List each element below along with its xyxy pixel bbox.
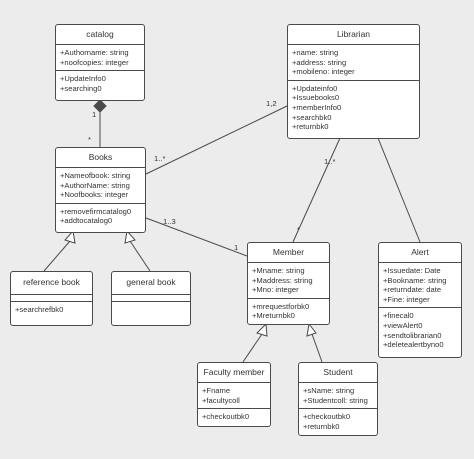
gen-line-student <box>311 333 323 363</box>
operation: +memberInfo0 <box>292 102 342 112</box>
operation: +Updateinfo0 <box>292 83 338 93</box>
operation: +deletealertbyno0 <box>383 340 444 350</box>
operation: +returnbk0 <box>292 122 329 132</box>
attribute: +Mname: string <box>252 266 305 275</box>
operation: +sendtolibrarian0 <box>383 330 442 340</box>
mult-librarian-member-b: * <box>297 225 300 234</box>
attribute: +Nameofbook: string <box>60 171 131 180</box>
operations-section: +finecal0 +viewAlert0 +sendtolibrarian0 … <box>379 307 461 352</box>
attributes-section: +Issuedate: Date +Bookname: string +retu… <box>379 263 461 307</box>
class-member[interactable]: Member +Mname: string +Maddress: string … <box>247 242 330 325</box>
gen-arrow-books-2 <box>124 229 136 244</box>
class-name: Student <box>299 363 377 383</box>
operation: +UpdateInfo0 <box>60 74 106 84</box>
assoc-line-librarian-books <box>145 105 288 175</box>
attribute: +sName: string <box>303 386 355 395</box>
gen-line-reference-book <box>43 240 71 272</box>
gen-line-general-book <box>129 240 151 272</box>
attribute: +Mno: integer <box>252 285 299 295</box>
composition-diamond <box>93 99 107 113</box>
operation: +Issuebooks0 <box>292 93 340 103</box>
mult-librarian-books-a: 1,2 <box>266 99 277 108</box>
operation: +searchrefbk0 <box>15 305 64 314</box>
class-name: Member <box>248 243 329 263</box>
class-student[interactable]: Student +sName: string +Studentcoll: str… <box>298 362 378 436</box>
operations-section: +Updateinfo0 +Issuebooks0 +memberInfo0 +… <box>288 79 419 135</box>
attribute: +facultycoll <box>202 395 240 405</box>
assoc-line-librarian-member <box>292 137 341 243</box>
attribute: +address: string <box>292 57 347 67</box>
operations-section <box>112 301 190 322</box>
gen-line-faculty-member <box>242 333 263 363</box>
attribute: +Issuedate: Date <box>383 266 441 275</box>
operations-section: +searchrefbk0 <box>11 301 92 318</box>
gen-arrow-member-2 <box>306 322 317 337</box>
operation: +checkoutbk0 <box>303 412 351 422</box>
operations-section: +UpdateInfo0 +searching0 <box>56 70 144 96</box>
attributes-section: +Mname: string +Maddress: string +Mno: i… <box>248 263 329 298</box>
class-name: Faculty member <box>198 363 270 383</box>
gen-arrow-member-1 <box>256 322 268 337</box>
class-name: Librarian <box>288 25 419 45</box>
mult-books-member-a: 1..3 <box>163 217 176 226</box>
operation: +removefirmcatalog0 <box>60 206 132 216</box>
operations-section: +mrequestforbk0 +Mreturnbk0 <box>248 297 329 324</box>
attributes-section: +name: string +address: string +mobileno… <box>288 45 419 80</box>
operation: +searchbk0 <box>292 112 332 122</box>
attributes-section: +Fname +facultycoll <box>198 383 270 408</box>
operation: +searching0 <box>60 83 102 93</box>
attribute: +Studentcoll: string <box>303 395 368 405</box>
attribute: +Fname <box>202 386 231 395</box>
attribute: +name: string <box>292 48 339 57</box>
attribute: +noofcopies: integer <box>60 57 129 67</box>
operation: +returnbk0 <box>303 421 340 431</box>
attribute: +AuthorName: string <box>60 180 130 190</box>
attribute: +Authorname: string <box>60 48 129 57</box>
assoc-line-books-member <box>145 217 248 257</box>
attribute: +returndate: date <box>383 285 442 295</box>
class-name: general book <box>112 272 190 295</box>
operations-section: +checkoutbk0 <box>198 408 270 425</box>
mult-librarian-member-a: 1..* <box>324 157 335 166</box>
operation: +viewAlert0 <box>383 320 423 330</box>
mult-librarian-books-b: 1..* <box>154 154 165 163</box>
operation: +mrequestforbk0 <box>252 301 310 311</box>
attribute: +Noofbooks: integer <box>60 190 129 200</box>
class-reference-book[interactable]: reference book +searchrefbk0 <box>10 271 93 326</box>
class-books[interactable]: Books +Nameofbook: string +AuthorName: s… <box>55 147 146 233</box>
class-librarian[interactable]: Librarian +name: string +address: string… <box>287 24 420 139</box>
class-name: reference book <box>11 272 92 295</box>
class-name: catalog <box>56 25 144 45</box>
class-faculty-member[interactable]: Faculty member +Fname +facultycoll +chec… <box>197 362 271 427</box>
attribute: +Bookname: string <box>383 275 447 285</box>
class-name: Books <box>56 148 145 168</box>
attributes-section: +Authorname: string +noofcopies: integer <box>56 45 144 70</box>
assoc-line-librarian-alert <box>377 137 421 243</box>
operations-section: +removefirmcatalog0 +addtocatalog0 <box>56 202 145 229</box>
attributes-section: +Nameofbook: string +AuthorName: string … <box>56 168 145 203</box>
operation: +Mreturnbk0 <box>252 311 295 321</box>
operations-section: +checkoutbk0 +returnbk0 <box>299 408 377 434</box>
mult-books-member-b: 1 <box>234 243 238 252</box>
class-alert[interactable]: Alert +Issuedate: Date +Bookname: string… <box>378 242 462 358</box>
class-name: Alert <box>379 243 461 263</box>
attributes-section: +sName: string +Studentcoll: string <box>299 383 377 408</box>
attribute: +Fine: integer <box>383 294 430 304</box>
class-catalog[interactable]: catalog +Authorname: string +noofcopies:… <box>55 24 145 101</box>
mult-books-many: * <box>88 135 91 144</box>
attribute: +Maddress: string <box>252 275 313 285</box>
gen-arrow-books-1 <box>64 229 76 244</box>
mult-catalog-one: 1 <box>92 110 96 119</box>
class-general-book[interactable]: general book <box>111 271 191 326</box>
attribute: +mobileno: integer <box>292 67 355 77</box>
operation: +checkoutbk0 <box>202 412 250 422</box>
operation: +finecal0 <box>383 311 414 321</box>
operation: +addtocatalog0 <box>60 216 113 226</box>
